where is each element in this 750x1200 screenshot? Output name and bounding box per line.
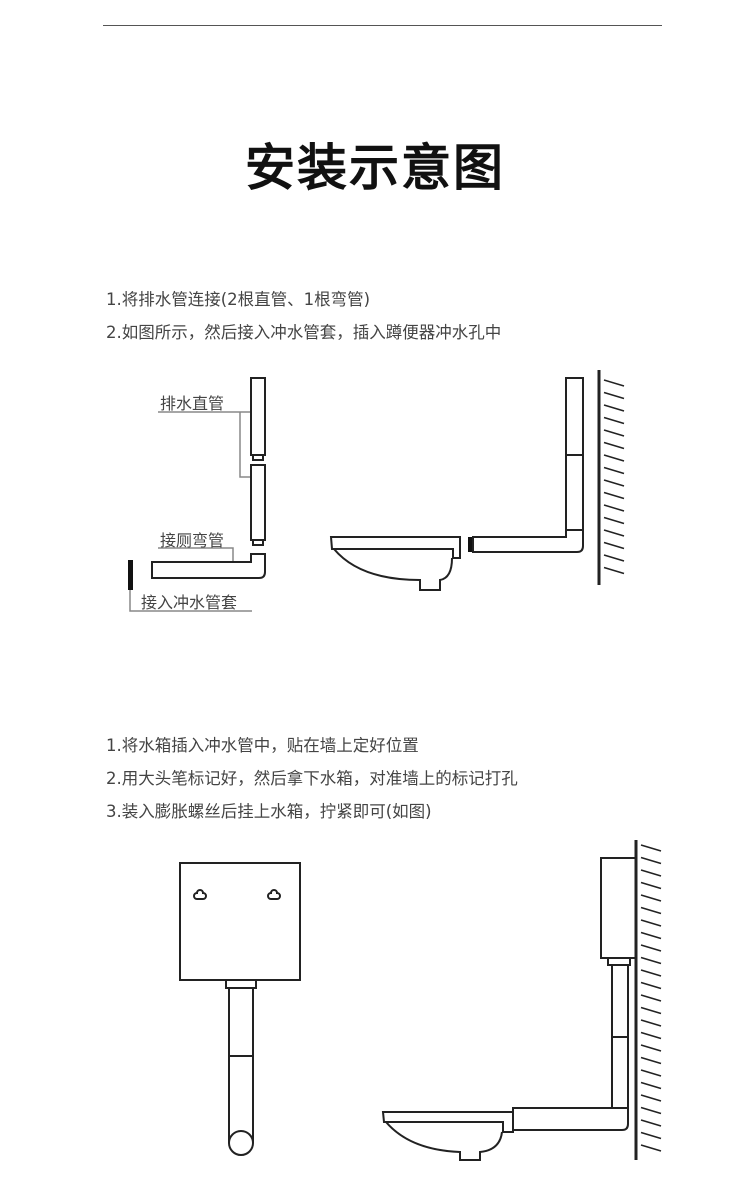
pipe-parts-diagram (128, 377, 266, 612)
toilet-rim (329, 536, 461, 559)
hatch-line (603, 491, 625, 500)
keyhole-right (267, 889, 281, 900)
hatch-line (603, 529, 625, 537)
hatch-line (640, 1081, 662, 1090)
hatch-line (640, 844, 662, 852)
hatch-line (640, 1144, 662, 1152)
hatch-line (640, 919, 662, 927)
lower-straight-pipe (250, 464, 266, 541)
top-divider (103, 25, 662, 26)
hatch-line (640, 1044, 662, 1052)
hatch-line (640, 981, 662, 990)
hatch-line (603, 504, 625, 512)
hatch-line (603, 429, 625, 437)
hatch-line (640, 856, 662, 865)
hatch-line (603, 479, 625, 487)
step-1: 1.将水箱插入冲水管中，贴在墙上定好位置 (106, 736, 419, 755)
installed-flush-pipe (512, 965, 629, 1131)
page-title: 安装示意图 (245, 139, 505, 197)
wall-hatching-2 (640, 844, 662, 1152)
hatch-line (640, 1094, 662, 1102)
installed-tank-diagram (381, 840, 662, 1161)
wall-hatching (603, 379, 625, 575)
hatch-line (603, 454, 625, 462)
hatch-line (640, 994, 662, 1002)
hatch-line (603, 541, 625, 550)
pipe-end (228, 1130, 254, 1156)
hatch-line (640, 931, 662, 940)
sleeve-mark (128, 560, 133, 590)
water-tank-side (600, 857, 637, 959)
keyhole-left (193, 889, 207, 900)
upper-pipe-end (252, 454, 264, 461)
flush-pipe (228, 988, 254, 1143)
hatch-line (603, 379, 625, 387)
hatch-line (640, 1019, 662, 1027)
hatch-line (603, 416, 625, 425)
tank-front-diagram (179, 862, 301, 1156)
section2-steps: 1.将水箱插入冲水管中，贴在墙上定好位置 2.用大头笔标记好，然后拿下水箱，对准… (106, 729, 518, 828)
hatch-line (640, 1006, 662, 1015)
tank-outlet-side (607, 957, 631, 966)
installed-pipe (472, 377, 584, 553)
hatch-line (603, 391, 625, 400)
hatch-line (603, 516, 625, 525)
hatch-line (640, 1131, 662, 1140)
hatch-line (603, 554, 625, 562)
hatch-line (640, 894, 662, 902)
toilet-bowl (333, 548, 453, 591)
hatch-line (640, 881, 662, 890)
step-1: 1.将排水管连接(2根直管、1根弯管) (106, 290, 371, 309)
hatch-line (603, 466, 625, 475)
toilet-rim-2 (381, 1111, 514, 1133)
hatch-line (640, 1056, 662, 1065)
water-tank-front (179, 862, 301, 981)
label-elbow-pipe: 接厕弯管 (160, 531, 225, 550)
leader-lines (129, 411, 252, 612)
hatch-line (640, 944, 662, 952)
hatch-line (640, 1031, 662, 1040)
label-sleeve: 接入冲水管套 (141, 593, 238, 612)
section1-steps: 1.将排水管连接(2根直管、1根弯管) 2.如图所示，然后接入冲水管套，插入蹲便… (106, 283, 501, 349)
toilet-bowl-2 (385, 1121, 503, 1161)
hatch-line (603, 566, 625, 575)
elbow-pipe (151, 553, 266, 579)
step-2: 2.用大头笔标记好，然后拿下水箱，对准墙上的标记打孔 (106, 769, 518, 788)
hatch-line (640, 906, 662, 915)
lower-pipe-end (252, 539, 264, 546)
step-3: 3.装入膨胀螺丝后挂上水箱，拧紧即可(如图) (106, 802, 432, 821)
sleeve (468, 537, 473, 552)
hatch-line (640, 1106, 662, 1115)
hatch-line (640, 956, 662, 965)
upper-straight-pipe (250, 377, 266, 456)
hatch-line (603, 404, 625, 412)
installed-pipe-diagram (329, 370, 625, 591)
tank-outlet (225, 979, 257, 989)
hatch-line (603, 441, 625, 450)
hatch-line (640, 1119, 662, 1127)
hatch-line (640, 869, 662, 877)
hatch-line (640, 969, 662, 977)
label-straight-pipe: 排水直管 (160, 394, 225, 413)
step-2: 2.如图所示，然后接入冲水管套，插入蹲便器冲水孔中 (106, 323, 502, 342)
hatch-line (640, 1069, 662, 1077)
